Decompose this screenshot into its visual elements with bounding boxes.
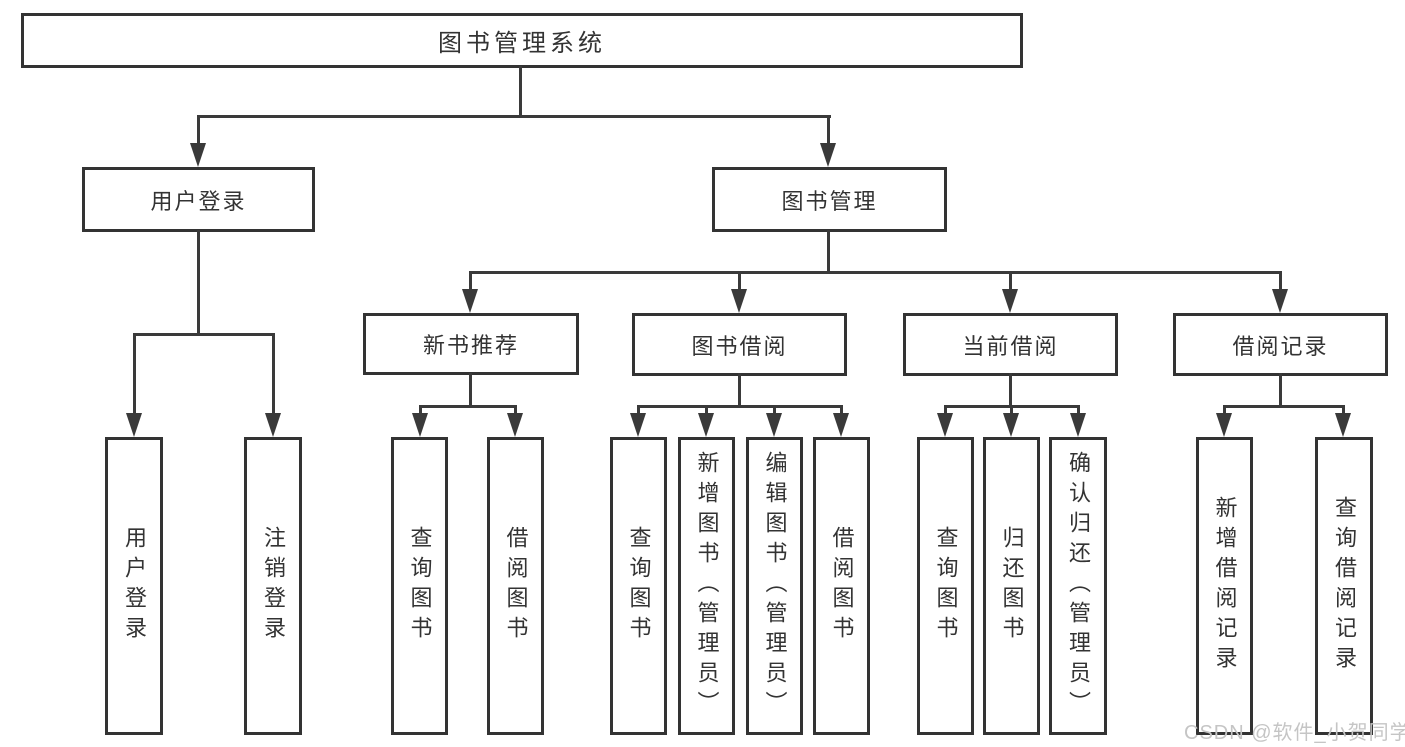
connector-vline [637, 405, 640, 415]
arrowhead-icon [412, 413, 428, 437]
connector-vline [519, 66, 522, 117]
connector-hline [469, 271, 1282, 274]
leaf-return-books: 归还图书 [983, 437, 1040, 735]
leaf-user-login: 用户登录 [105, 437, 163, 735]
arrowhead-icon [731, 289, 747, 313]
connector-vline [840, 405, 843, 415]
connector-vline [827, 115, 830, 151]
leaf-add-books-admin: 新增图书（管理员） [678, 437, 735, 735]
node-current-borrowing: 当前借阅 [903, 313, 1118, 376]
node-user-login: 用户登录 [82, 167, 315, 232]
arrowhead-icon [1335, 413, 1351, 437]
arrowhead-icon [1070, 413, 1086, 437]
connector-vline [469, 373, 472, 407]
connector-vline [705, 405, 708, 415]
arrowhead-icon [1272, 289, 1288, 313]
connector-vline [773, 405, 776, 415]
arrowhead-icon [1002, 289, 1018, 313]
leaf-logout: 注销登录 [244, 437, 302, 735]
connector-hline [133, 333, 275, 336]
arrowhead-icon [766, 413, 782, 437]
connector-vline [197, 115, 200, 151]
connector-vline [272, 333, 275, 415]
arrowhead-icon [190, 143, 206, 167]
connector-vline [514, 405, 517, 415]
connector-hline [197, 115, 831, 118]
leaf-query-books-borrowing: 查询图书 [610, 437, 667, 735]
connector-vline [1010, 405, 1013, 415]
leaf-query-books-recommend: 查询图书 [391, 437, 448, 735]
connector-vline [197, 230, 200, 335]
leaf-add-borrow-record: 新增借阅记录 [1196, 437, 1253, 735]
node-root: 图书管理系统 [21, 13, 1023, 68]
connector-vline [827, 230, 830, 273]
csdn-watermark: CSDN @软件_小贺同学 [1184, 722, 1405, 744]
leaf-confirm-return-admin: 确认归还（管理员） [1049, 437, 1107, 735]
connector-vline [1223, 405, 1226, 415]
arrowhead-icon [820, 143, 836, 167]
leaf-query-books-current: 查询图书 [917, 437, 974, 735]
node-borrowing-records: 借阅记录 [1173, 313, 1388, 376]
connector-hline [1223, 405, 1345, 408]
connector-hline [637, 405, 843, 408]
connector-vline [1279, 271, 1282, 291]
arrowhead-icon [1216, 413, 1232, 437]
node-new-book-recommend: 新书推荐 [363, 313, 579, 375]
node-book-management: 图书管理 [712, 167, 947, 232]
arrowhead-icon [462, 289, 478, 313]
connector-vline [1077, 405, 1080, 415]
arrowhead-icon [630, 413, 646, 437]
arrowhead-icon [265, 413, 281, 437]
arrowhead-icon [1003, 413, 1019, 437]
connector-hline [419, 405, 517, 408]
connector-vline [1279, 373, 1282, 407]
connector-vline [1342, 405, 1345, 415]
connector-vline [738, 271, 741, 291]
connector-vline [133, 333, 136, 415]
leaf-edit-books-admin: 编辑图书（管理员） [746, 437, 803, 735]
connector-vline [1009, 373, 1012, 407]
leaf-borrow-books-recommend: 借阅图书 [487, 437, 544, 735]
leaf-query-borrow-record: 查询借阅记录 [1315, 437, 1373, 735]
arrowhead-icon [698, 413, 714, 437]
arrowhead-icon [833, 413, 849, 437]
connector-vline [944, 405, 947, 415]
node-book-borrowing: 图书借阅 [632, 313, 847, 376]
arrowhead-icon [126, 413, 142, 437]
arrowhead-icon [937, 413, 953, 437]
connector-vline [419, 405, 422, 415]
connector-vline [738, 373, 741, 407]
connector-vline [469, 271, 472, 291]
leaf-borrow-books: 借阅图书 [813, 437, 870, 735]
arrowhead-icon [507, 413, 523, 437]
connector-vline [1009, 271, 1012, 291]
